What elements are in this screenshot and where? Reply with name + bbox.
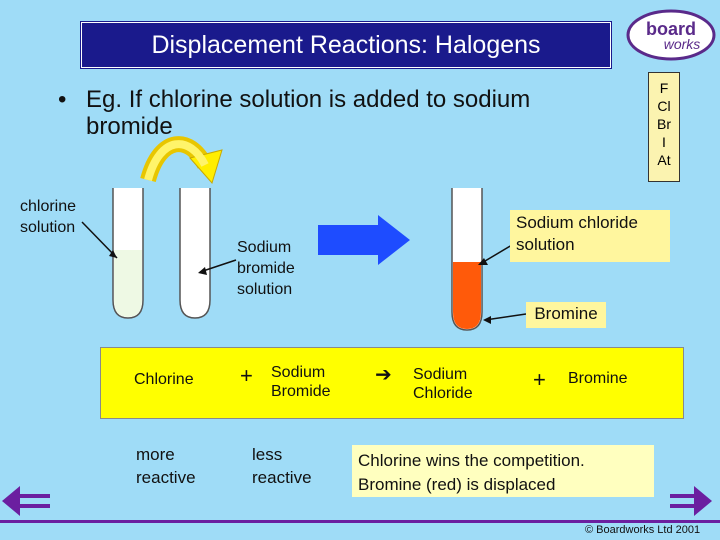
- label-line: reactive: [252, 468, 312, 487]
- bullet-line-1: Eg. If chlorine solution is added to sod…: [86, 86, 531, 113]
- label-line: Sodium: [237, 239, 292, 256]
- conclusion-note: Chlorine wins the competition. Bromine (…: [352, 445, 654, 497]
- label-line: chlorine: [20, 198, 77, 215]
- sodium-chloride-pointer-head: [478, 258, 488, 265]
- eq-line: Sodium: [271, 364, 326, 381]
- label-line: more: [136, 445, 175, 464]
- sodium-bromide-label: Sodium bromide solution: [237, 237, 295, 300]
- chlorine-tube: [112, 188, 144, 319]
- back-arrow-icon[interactable]: [2, 486, 50, 516]
- less-reactive-label: less reactive: [252, 443, 312, 489]
- eq-line: Bromide: [271, 383, 331, 400]
- copyright-text: © Boardworks Ltd 2001: [585, 524, 701, 536]
- chlorine-solution-label: chlorine solution: [20, 196, 76, 238]
- sodium-bromide-pointer-head: [198, 267, 207, 275]
- label-line: bromide: [237, 260, 295, 277]
- bromine-pointer: [484, 313, 527, 321]
- note-line: Chlorine wins the competition.: [358, 451, 585, 470]
- element-item: Cl: [657, 98, 671, 114]
- label-line: reactive: [136, 468, 196, 487]
- note-line: Bromine (red) is displaced: [358, 475, 556, 494]
- label-line: Sodium chloride: [516, 213, 638, 232]
- bullet-line-2: bromide: [86, 113, 173, 140]
- chlorine-pointer: [81, 221, 118, 259]
- product-sodium-chloride: Sodium Chloride: [413, 365, 473, 403]
- eq-line: Sodium: [413, 366, 468, 383]
- forward-arrow-icon[interactable]: [670, 486, 712, 516]
- slide-title: Displacement Reactions: Halogens: [81, 22, 611, 68]
- sodium-bromide-tube: [179, 188, 211, 319]
- eq-line: Chloride: [413, 385, 473, 402]
- label-line: solution: [237, 281, 293, 298]
- chlorine-pointer-head: [109, 250, 117, 258]
- element-item: F: [659, 80, 669, 96]
- bromine-pointer-head: [483, 316, 491, 324]
- product-bromine: Bromine: [568, 370, 628, 387]
- reaction-arrow-icon: [318, 215, 410, 265]
- slide-title-text: Displacement Reactions: Halogens: [151, 30, 541, 59]
- bullet-symbol: •: [58, 86, 67, 113]
- boardworks-logo: board works: [626, 9, 716, 61]
- element-item: I: [662, 134, 666, 150]
- pour-arrow-highlight: [144, 140, 209, 182]
- equation-arrow-icon: ➔: [375, 364, 392, 386]
- label-line: solution: [20, 219, 76, 236]
- halogen-list: F Cl Br I At: [648, 72, 680, 182]
- logo-line2: works: [664, 36, 701, 52]
- reactant-sodium-bromide: Sodium Bromide: [271, 363, 331, 401]
- sodium-bromide-pointer: [199, 259, 237, 273]
- element-item: Br: [657, 116, 671, 132]
- plus-sign: +: [533, 367, 546, 392]
- logo-line1: board: [646, 19, 696, 39]
- bromine-label: Bromine: [526, 302, 606, 328]
- bullet-point: • Eg. If chlorine solution is added to s…: [58, 86, 638, 140]
- bottom-divider: [0, 520, 720, 523]
- reactant-chlorine: Chlorine: [134, 371, 194, 388]
- label-line: less: [252, 445, 283, 464]
- equation-box: [100, 347, 684, 419]
- plus-sign: +: [240, 363, 253, 388]
- label-line: solution: [516, 235, 575, 254]
- more-reactive-label: more reactive: [136, 443, 196, 489]
- element-item: At: [657, 152, 671, 168]
- result-tube: [451, 188, 483, 331]
- sodium-chloride-label: Sodium chloride solution: [510, 210, 670, 262]
